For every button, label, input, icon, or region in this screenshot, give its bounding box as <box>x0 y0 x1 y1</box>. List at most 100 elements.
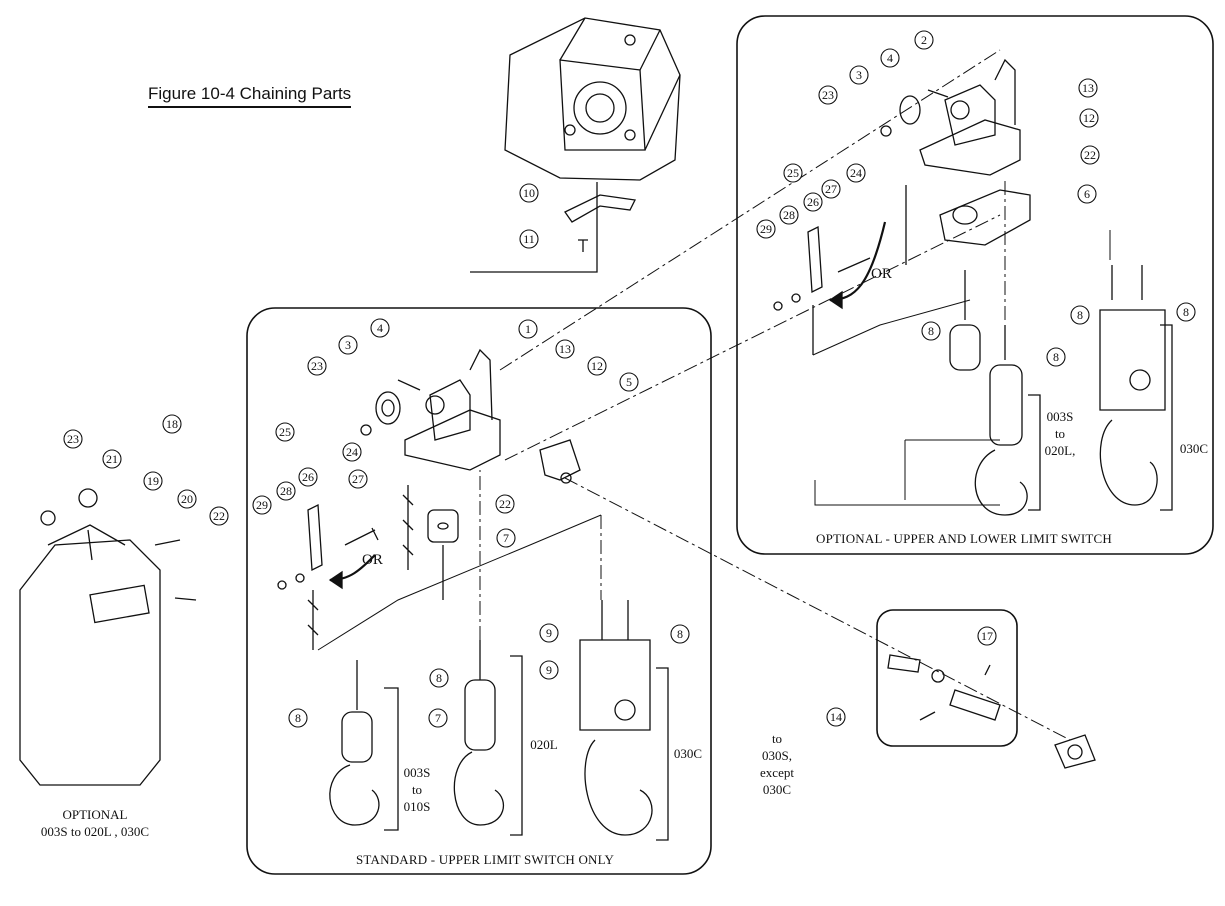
callout-number: 12 <box>591 359 603 373</box>
std-hook-small <box>329 660 380 826</box>
callout-number: 9 <box>546 663 552 677</box>
callout-optional-22: 22 <box>1080 145 1100 165</box>
optional-limit-switch-body <box>919 58 1021 176</box>
guide-screw <box>578 239 588 252</box>
pin-assembly <box>887 654 1001 721</box>
bag-nut-23 <box>40 510 56 526</box>
callout-optional-8: 8 <box>1176 302 1196 322</box>
callout-pin-17: 17 <box>977 626 997 646</box>
std-small-range-from: 003S <box>403 765 431 780</box>
callout-number: 26 <box>807 195 819 209</box>
callout-number: 28 <box>280 484 292 498</box>
callout-standard-4: 4 <box>370 318 390 338</box>
callout-housing-10: 10 <box>519 183 539 203</box>
callout-bag-18: 18 <box>162 414 182 434</box>
pin-note-line2: 030S, <box>762 748 792 763</box>
callout-optional-23: 23 <box>818 85 838 105</box>
callout-number: 29 <box>256 498 268 512</box>
callout-number: 20 <box>181 492 193 506</box>
callout-number: 7 <box>435 711 441 725</box>
callout-number: 23 <box>822 88 834 102</box>
figure-title: Figure 10-4 Chaining Parts <box>148 84 352 108</box>
std-sprocket <box>375 391 401 425</box>
std-hook-mid <box>453 640 504 826</box>
std-small-range-label: 003S to 010S <box>398 764 436 815</box>
callout-optional-12: 12 <box>1079 108 1099 128</box>
standard-panel-frame <box>246 307 712 875</box>
std-chain-center <box>402 485 414 570</box>
callout-number: 29 <box>760 222 772 236</box>
callout-optional-4: 4 <box>880 48 900 68</box>
callout-number: 26 <box>302 470 314 484</box>
callout-number: 8 <box>1077 308 1083 322</box>
callout-number: 14 <box>830 710 842 724</box>
opt-small-range-to: to <box>1054 426 1066 441</box>
callout-number: 22 <box>1084 148 1096 162</box>
callout-standard-5: 5 <box>619 372 639 392</box>
callout-standard-7: 7 <box>496 528 516 548</box>
callout-number: 18 <box>166 417 178 431</box>
callout-standard-8: 8 <box>429 668 449 688</box>
std-or-label: OR <box>362 552 383 568</box>
callout-number: 25 <box>787 166 799 180</box>
callout-number: 12 <box>1083 111 1095 125</box>
chain-bag <box>19 524 161 786</box>
callout-number: 19 <box>147 474 159 488</box>
callout-standard-13: 13 <box>555 339 575 359</box>
standard-limit-switch-body <box>404 348 501 471</box>
callout-bag-23: 23 <box>63 429 83 449</box>
std-range-bracket-mid <box>510 655 523 836</box>
std-lever-26 <box>307 503 323 572</box>
callout-optional-2: 2 <box>914 30 934 50</box>
callout-number: 8 <box>677 627 683 641</box>
callout-number: 10 <box>523 186 535 200</box>
callout-optional-8: 8 <box>1070 305 1090 325</box>
bag-sprocket-21 <box>78 488 98 508</box>
standard-panel-caption: STANDARD - UPPER LIMIT SWITCH ONLY <box>356 852 615 867</box>
callout-optional-26: 26 <box>803 192 823 212</box>
opt-hook-small <box>949 270 1028 516</box>
opt-small-range-end: 020L, <box>1044 443 1076 458</box>
opt-or-label: OR <box>871 266 892 282</box>
pin-detail-frame <box>876 609 1018 747</box>
callout-number: 27 <box>825 182 837 196</box>
callout-number: 25 <box>279 425 291 439</box>
callout-standard-3: 3 <box>338 335 358 355</box>
callout-number: 11 <box>523 232 535 246</box>
callout-standard-27: 27 <box>348 469 368 489</box>
callout-optional-24: 24 <box>846 163 866 183</box>
callout-optional-8: 8 <box>921 321 941 341</box>
callout-number: 27 <box>352 472 364 486</box>
chain-bag-caption-line2: 003S to 020L , 030C <box>40 824 150 839</box>
callout-standard-23: 23 <box>307 356 327 376</box>
callout-number: 24 <box>850 166 862 180</box>
callout-bag-19: 19 <box>143 471 163 491</box>
callout-number: 23 <box>67 432 79 446</box>
std-nut <box>360 424 372 436</box>
callout-number: 5 <box>626 375 632 389</box>
pin-note-line1: to <box>771 731 783 746</box>
callout-number: 8 <box>1183 305 1189 319</box>
callout-number: 3 <box>345 338 351 352</box>
std-chain-left <box>307 590 319 650</box>
pin-note-line4: 030C <box>762 782 792 797</box>
callout-standard-9: 9 <box>539 623 559 643</box>
callout-standard-22: 22 <box>495 494 515 514</box>
callout-standard-24: 24 <box>342 442 362 462</box>
callout-standard-1: 1 <box>518 319 538 339</box>
pin-note-line3: except <box>760 765 794 780</box>
std-large-range-label: 030C <box>673 746 703 761</box>
callout-bag-21: 21 <box>102 449 122 469</box>
opt-range-bracket-large <box>1160 324 1173 511</box>
callout-number: 7 <box>503 531 509 545</box>
callout-number: 4 <box>377 321 383 335</box>
callout-bag-22: 22 <box>209 506 229 526</box>
std-stopper-7 <box>427 509 459 543</box>
callout-standard-26: 26 <box>298 467 318 487</box>
callout-number: 17 <box>981 629 993 643</box>
optional-lower-switch-6 <box>939 189 1031 246</box>
optional-panel-caption: OPTIONAL - UPPER AND LOWER LIMIT SWITCH <box>816 531 1112 546</box>
callout-number: 8 <box>436 671 442 685</box>
std-pin <box>397 379 421 391</box>
